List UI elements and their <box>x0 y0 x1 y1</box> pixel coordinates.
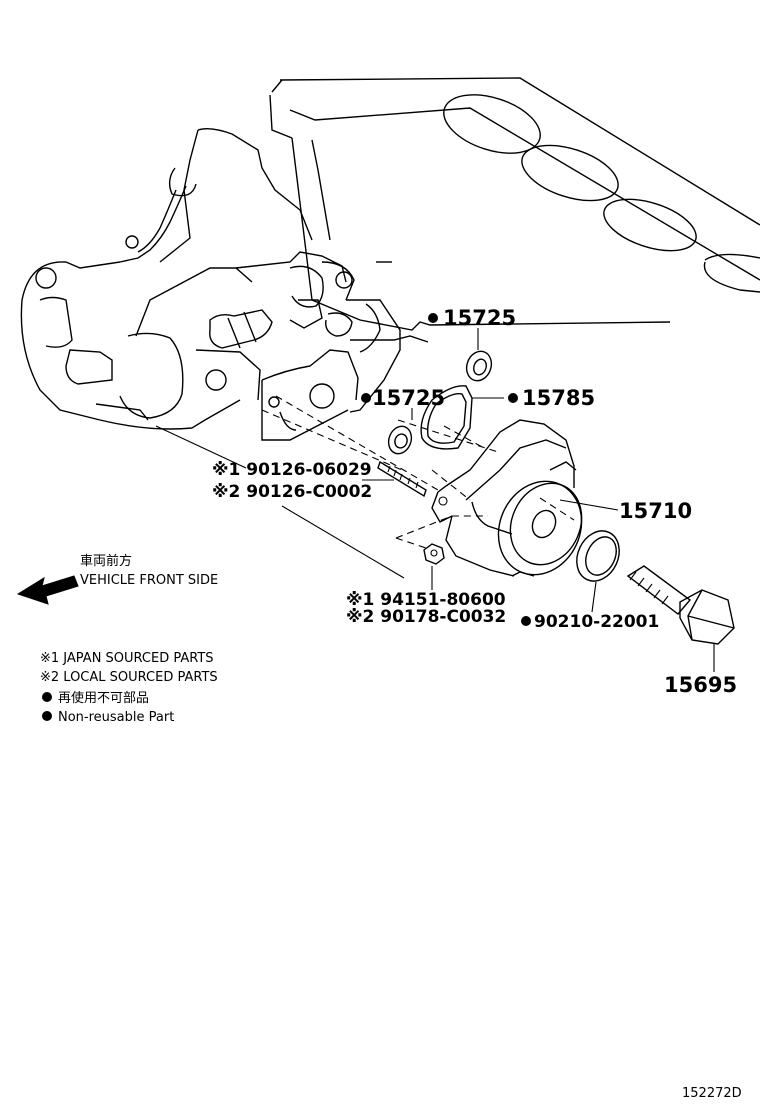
callout-90126-c0002: ※2 90126-C0002 <box>212 482 372 502</box>
non-reusable-dot-15725-top <box>428 313 438 323</box>
stud-bolt <box>377 460 427 498</box>
callout-94151-80600: ※1 94151-80600 <box>346 590 506 610</box>
legend-japan-sourced: ※1 JAPAN SOURCED PARTS <box>40 651 214 666</box>
callout-15725-top: 15725 <box>443 306 516 330</box>
oil-seal <box>576 530 620 582</box>
leader-lines <box>362 328 715 672</box>
legend-dot-en <box>42 711 52 721</box>
legend-dot-jp <box>42 692 52 702</box>
o-ring-middle <box>387 425 413 455</box>
direction-english: VEHICLE FRONT SIDE <box>80 573 218 588</box>
direction-japanese: 車両前方 <box>80 553 132 569</box>
callout-90178-c0032: ※2 90178-C0032 <box>346 607 506 627</box>
non-reusable-dot-15785 <box>508 393 518 403</box>
callout-90210-22001: 90210-22001 <box>534 612 659 632</box>
callout-15695: 15695 <box>664 673 737 697</box>
vehicle-front-arrow <box>16 575 79 605</box>
legend-local-sourced: ※2 LOCAL SOURCED PARTS <box>40 670 218 685</box>
legend-non-reusable-en: Non-reusable Part <box>58 710 174 725</box>
non-reusable-dot-15725-mid <box>361 393 371 403</box>
oil-pump-body <box>431 419 583 577</box>
legend-non-reusable-jp: 再使用不可部品 <box>58 690 149 706</box>
o-ring-top <box>465 350 493 382</box>
crankcase-drawing <box>20 127 429 441</box>
assembly-lines <box>155 395 575 579</box>
nut <box>423 543 445 565</box>
union-bolt <box>626 565 735 645</box>
figure-id: 152272D <box>682 1086 742 1101</box>
callout-15710: 15710 <box>619 499 692 523</box>
non-reusable-dot-90210 <box>521 616 531 626</box>
engine-block-drawing <box>269 77 760 331</box>
callout-15725-mid: 15725 <box>372 386 445 410</box>
gasket <box>420 385 473 450</box>
callout-15785: 15785 <box>522 386 595 410</box>
callout-90126-06029: ※1 90126-06029 <box>212 460 372 480</box>
